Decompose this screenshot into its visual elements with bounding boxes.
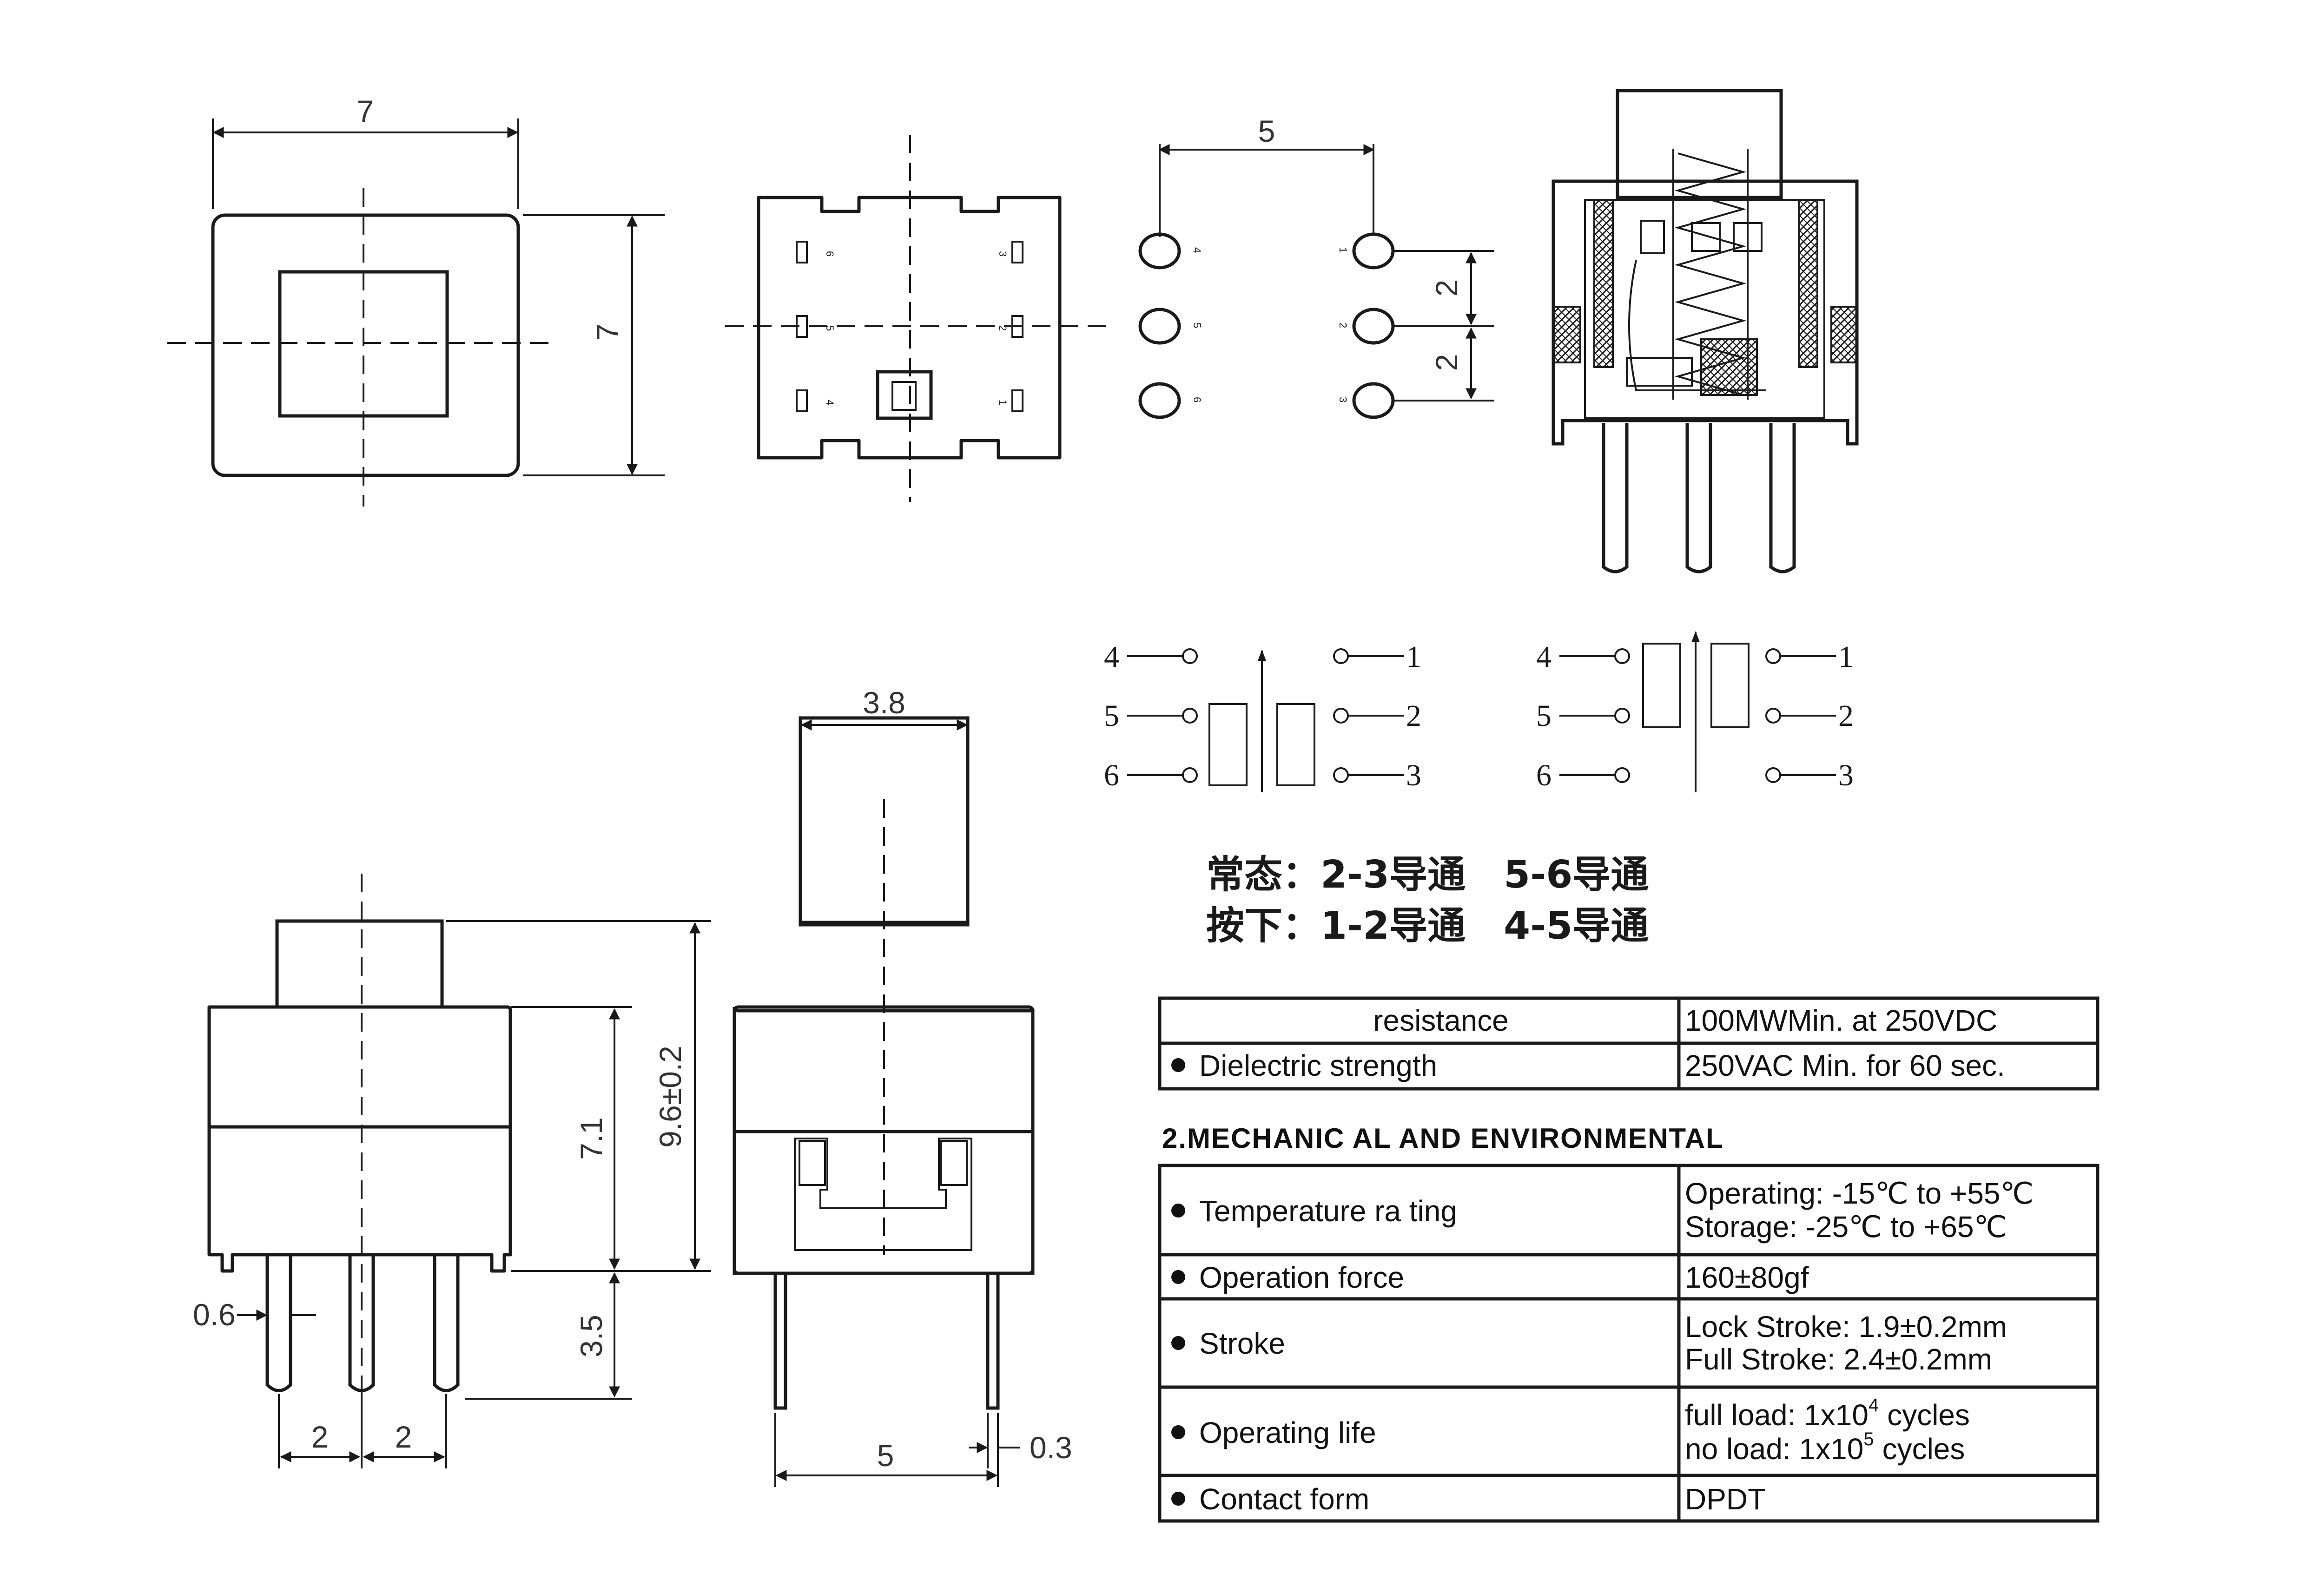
dim-total-height: 9.6±0.2 (653, 1046, 687, 1148)
bottom-pin-2: 2 (997, 325, 1009, 331)
bullet-dot (1171, 1425, 1185, 1439)
top-view: 7 7 (167, 94, 665, 507)
sch1-right-2: 2 (1406, 699, 1421, 733)
sch1-right-3: 3 (1406, 758, 1421, 792)
bullet-dot (1171, 1204, 1185, 1218)
bottom-pin-3: 3 (997, 251, 1009, 257)
pcb-pin-6: 6 (1191, 397, 1203, 402)
sch2-right-3: 3 (1838, 758, 1854, 792)
row-temperature-value-1: Operating: -15℃ to +55℃ (1685, 1177, 2034, 1210)
bottom-pin-6: 6 (824, 251, 836, 257)
row-resistance-value: 100MWMin. at 250VDC (1685, 1004, 1997, 1037)
sch2-left-6: 6 (1536, 758, 1552, 792)
row-dielectric-label: Dielectric strength (1199, 1049, 1437, 1082)
sch2-right-2: 2 (1838, 699, 1854, 733)
bottom-pin-4: 4 (824, 400, 836, 405)
bullet-dot (1171, 1492, 1185, 1506)
life-full-exp: 4 (1868, 1395, 1879, 1415)
dim-side-pin-pitch: 5 (877, 1438, 894, 1473)
pcb-pin-5: 5 (1191, 323, 1203, 328)
bottom-pin-1: 1 (997, 400, 1009, 405)
dim-pin-length: 3.5 (574, 1315, 608, 1357)
pcb-pin-2: 2 (1337, 323, 1349, 328)
row-contact-label: Contact form (1199, 1482, 1369, 1516)
row-resistance-label: resistance (1373, 1004, 1509, 1037)
bottom-pin-5: 5 (824, 325, 836, 331)
sch1-right-1: 1 (1406, 640, 1421, 674)
pcb-footprint: 5 4 5 6 1 2 3 2 2 (1138, 114, 1494, 419)
sch1-left-4: 4 (1104, 640, 1119, 674)
sch1-left-5: 5 (1104, 699, 1119, 733)
sch1-left-6: 6 (1104, 758, 1119, 792)
note-pressed-state: 按下：1-2导通 4-5导通 (1206, 904, 1649, 948)
bullet-dot (1171, 1270, 1185, 1284)
dim-pin-pitch: 5 (1258, 114, 1275, 148)
dim-pin-spacing-b: 2 (1429, 354, 1464, 371)
life-no-load: no load: 1x10 (1685, 1432, 1863, 1466)
pcb-pin-3: 3 (1337, 397, 1349, 402)
bottom-view: 6 5 4 3 2 1 (725, 135, 1116, 502)
row-life-value-2: no load: 1x105 cycles (1685, 1429, 1965, 1466)
schematic-normal: 4 5 6 1 2 3 (1104, 640, 1421, 792)
schematic-pressed: 4 5 6 1 2 3 (1536, 631, 1854, 792)
row-stroke-label: Stroke (1199, 1327, 1285, 1360)
row-life-label: Operating life (1199, 1416, 1376, 1449)
pcb-pin-4: 4 (1191, 247, 1203, 253)
dim-pin-width: 0.6 (193, 1297, 236, 1332)
side-view: 3.8 5 0.3 (733, 685, 1072, 1487)
row-contact-value: DPDT (1685, 1482, 1766, 1516)
row-force-value: 160±80gf (1685, 1261, 1809, 1294)
dim-top-height: 7 (590, 324, 625, 341)
cross-section-view (1552, 89, 1859, 573)
life-no-exp: 5 (1863, 1429, 1874, 1449)
row-temperature-value-2: Storage: -25℃ to +65℃ (1685, 1210, 2007, 1244)
dim-front-pin-a: 2 (311, 1420, 329, 1454)
row-stroke-value-1: Lock Stroke: 1.9±0.2mm (1685, 1310, 2007, 1343)
row-force-label: Operation force (1199, 1261, 1404, 1294)
front-view: 7.1 9.6±0.2 3.5 0.6 2 2 (193, 874, 711, 1468)
row-life-value-1: full load: 1x104 cycles (1685, 1395, 1970, 1432)
bullet-dot (1171, 1058, 1185, 1072)
life-no-suffix: cycles (1882, 1432, 1965, 1466)
sch2-right-1: 1 (1838, 640, 1854, 674)
row-stroke-value-2: Full Stroke: 2.4±0.2mm (1685, 1343, 1992, 1376)
section-2-title: 2.MECHANIC AL AND ENVIRONMENTAL (1162, 1123, 1724, 1154)
note-normal-state: 常态：2-3导通 5-6导通 (1206, 853, 1649, 897)
pcb-pin-1: 1 (1337, 247, 1349, 253)
dim-pin-spacing-a: 2 (1429, 280, 1464, 297)
bullet-dot (1171, 1336, 1185, 1350)
dim-button-width: 3.8 (863, 685, 905, 720)
dim-pin-thickness: 0.3 (1030, 1430, 1072, 1465)
sch2-left-5: 5 (1536, 699, 1552, 733)
mechanical-table: Temperature ra ting Operating: -15℃ to +… (1158, 1164, 2100, 1523)
row-temperature-label: Temperature ra ting (1199, 1194, 1457, 1228)
dim-body-height: 7.1 (574, 1117, 608, 1160)
dim-top-width: 7 (357, 94, 374, 128)
dim-front-pin-b: 2 (395, 1420, 412, 1454)
row-dielectric-value: 250VAC Min. for 60 sec. (1685, 1049, 2005, 1082)
sch2-left-4: 4 (1536, 640, 1552, 674)
life-full-suffix: cycles (1887, 1398, 1970, 1432)
electrical-table: resistance 100MWMin. at 250VDC Dielectri… (1158, 996, 2100, 1091)
life-full-load: full load: 1x10 (1685, 1398, 1868, 1432)
